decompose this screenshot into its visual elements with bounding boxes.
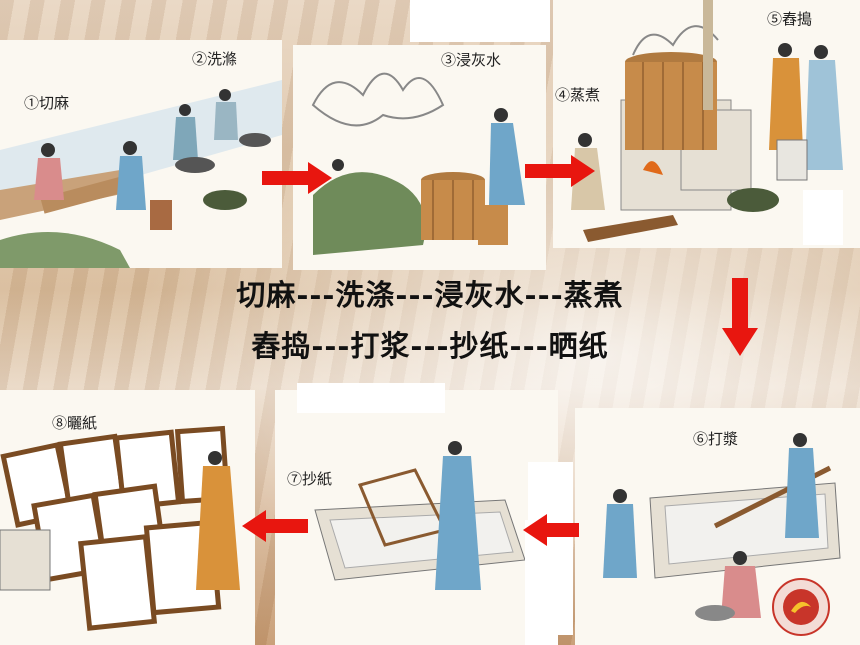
white-box	[297, 383, 445, 413]
label-beat: ⑥打漿	[693, 430, 739, 448]
panel-cut-wash: ①切麻 ②洗滌	[0, 40, 282, 268]
illustration-soak	[311, 72, 525, 255]
arrow-down-icon	[722, 278, 758, 356]
panel-soak: ③浸灰水	[293, 45, 546, 270]
label-steam: ④蒸煮	[555, 86, 601, 104]
illustration-scoop	[314, 441, 558, 645]
label-soak: ③浸灰水	[441, 51, 502, 69]
label-wash: ②洗滌	[192, 50, 238, 68]
illustration-beat	[603, 433, 841, 621]
caption-line-2: 舂捣---打浆---抄纸---晒纸	[251, 329, 609, 363]
publisher-seal-logo	[772, 578, 830, 636]
illustration-steam-pound	[571, 0, 843, 245]
label-scoop: ⑦抄紙	[287, 470, 333, 488]
label-dry: ⑧曬紙	[52, 414, 98, 432]
arrow-left-icon	[242, 510, 308, 542]
panel-beat: ⑥打漿	[575, 408, 860, 645]
panel-scoop: ⑦抄紙	[275, 390, 558, 645]
panel-dry: ⑧曬紙	[0, 390, 255, 645]
illustration-cut-wash	[0, 80, 282, 268]
white-box	[410, 0, 550, 42]
arrow-right-icon	[262, 162, 332, 194]
label-pound: ⑤舂搗	[767, 10, 813, 28]
arrow-right-icon	[525, 155, 595, 187]
caption-line-1: 切麻---洗涤---浸灰水---蒸煮	[236, 278, 624, 312]
arrow-left-icon	[523, 514, 579, 546]
label-cut: ①切麻	[24, 94, 70, 112]
white-box	[528, 462, 573, 635]
illustration-dry	[0, 425, 240, 631]
panel-steam-pound: ④蒸煮 ⑤舂搗	[553, 0, 860, 248]
